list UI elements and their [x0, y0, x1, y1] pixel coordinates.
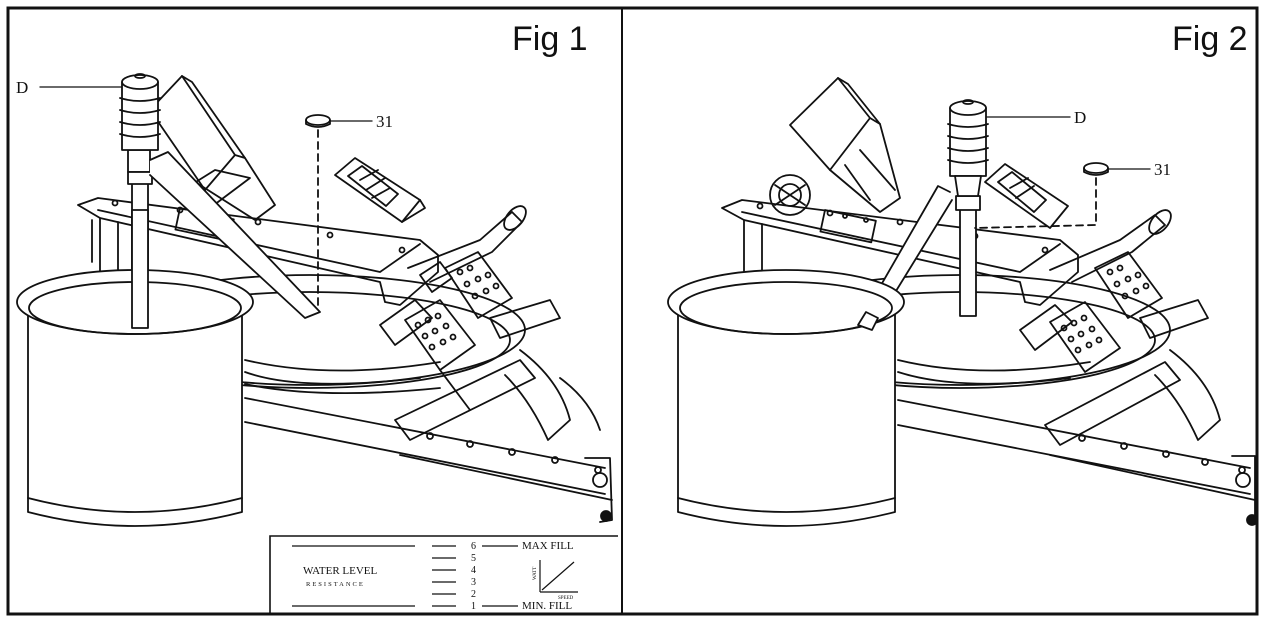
level-1: 1: [471, 601, 476, 612]
seat-pad: [789, 77, 901, 213]
pump-d-tube-in-bucket: [131, 209, 149, 329]
bucket: [16, 269, 254, 527]
hose: [149, 151, 321, 319]
hose-in-bucket: [857, 311, 879, 331]
footrest-right: [1094, 251, 1221, 441]
callout-d: D: [16, 78, 28, 97]
callout-d: D: [1074, 108, 1086, 127]
cap-31: [974, 162, 1109, 229]
figure-2-title: Fig 2: [1172, 20, 1248, 58]
level-3: 3: [471, 577, 476, 588]
monitor: [984, 163, 1069, 229]
level-2: 2: [471, 589, 476, 600]
footrest-right: [444, 251, 601, 441]
level-5: 5: [471, 553, 476, 564]
watt-speed-graph: [539, 560, 578, 593]
handlebar: [379, 205, 527, 346]
min-fill-label: MIN. FILL: [522, 600, 572, 612]
handlebar: [1019, 209, 1172, 351]
cap-31: [305, 114, 331, 311]
footrest-left: [1044, 301, 1181, 446]
water-level-subtitle: RESISTANCE: [306, 581, 365, 588]
graph-xlabel: SPEED: [558, 596, 574, 601]
figure-1-title: Fig 1: [512, 20, 588, 58]
figure-1-panel: [16, 73, 613, 527]
level-6: 6: [471, 541, 476, 552]
callout-31: 31: [376, 112, 393, 131]
callout-31: 31: [1154, 160, 1171, 179]
water-level-sticker: WATER LEVEL RESISTANCE 6 5 4 3 2 1 MAX F…: [269, 535, 618, 614]
outer-frame: [6, 6, 1259, 616]
water-level-title: WATER LEVEL: [303, 565, 378, 577]
rail: [897, 399, 1258, 526]
footrest-left: [394, 299, 536, 441]
level-4: 4: [471, 565, 476, 576]
monitor: [334, 157, 426, 223]
max-fill-label: MAX FILL: [522, 540, 574, 552]
pump-d: [947, 99, 989, 317]
housing: [721, 174, 1079, 306]
rail: [244, 397, 613, 523]
figure-2-panel: [667, 77, 1258, 527]
graph-ylabel: WATT: [533, 567, 538, 580]
bucket: [667, 269, 905, 527]
